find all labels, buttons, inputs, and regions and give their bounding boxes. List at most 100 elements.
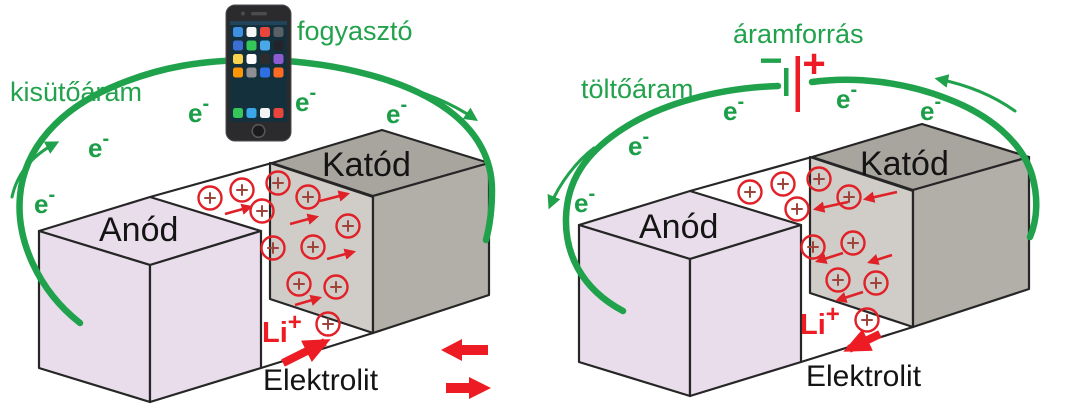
li-ion — [197, 185, 223, 211]
li-ion — [323, 274, 349, 300]
cathode-cube — [810, 122, 1031, 329]
app-icon — [260, 27, 270, 37]
phone-home-button — [251, 123, 266, 139]
electron-label: e- — [628, 126, 649, 161]
li-ion — [265, 170, 291, 196]
electron-flow-arrow-up — [10, 141, 60, 199]
li-ion-flow-arrow — [281, 338, 331, 367]
anode-cube — [577, 189, 803, 398]
electron-flow-arrow-left — [934, 74, 1017, 113]
li-ion — [863, 270, 889, 296]
anode-cube — [37, 195, 263, 404]
ion-motion-arrow — [835, 290, 864, 303]
ion-motion-arrow — [326, 248, 357, 261]
cathode-label: Katód — [322, 146, 411, 184]
app-icon — [273, 67, 284, 78]
power-source-symbol: − + — [759, 39, 826, 112]
li-ion — [770, 171, 796, 197]
electron-label: e- — [295, 82, 316, 117]
ion-motion-arrow — [815, 251, 844, 264]
li-ion — [335, 213, 361, 239]
electron-label: e- — [88, 128, 109, 163]
electrolyte-label: Elektrolit — [263, 364, 379, 397]
electron-labels: e-e-e-e-e- — [34, 82, 407, 219]
app-icon — [260, 40, 270, 51]
cathode-front-face — [371, 161, 491, 335]
charge-current-label: töltőáram — [581, 74, 694, 104]
battery-short-plate — [784, 68, 789, 96]
consumer-label: fogyasztó — [297, 16, 413, 46]
electron-label: e- — [34, 184, 55, 219]
li-ion — [806, 166, 832, 192]
app-icon — [246, 27, 257, 37]
anode-label: Anód — [639, 208, 718, 246]
ion-motion-arrow — [294, 294, 322, 307]
ion-motion-arrow — [867, 253, 893, 265]
power-source-label: áramforrás — [733, 19, 864, 49]
li-ion — [836, 184, 862, 210]
consumer-phone-image — [225, 4, 292, 142]
discharge-diagram: e-e-e-e-e- kisütőáram fogyasztó Anód Kat… — [10, 4, 496, 404]
app-icon — [233, 54, 243, 64]
li-ion — [784, 196, 810, 222]
li-ion — [737, 179, 763, 205]
ion-motion-arrow — [224, 203, 254, 216]
electron-label: e- — [574, 183, 595, 218]
app-icon — [233, 40, 243, 51]
phone-camera-dot — [241, 11, 245, 16]
app-icon — [246, 54, 257, 64]
app-icon — [233, 27, 243, 37]
phone-app-icons — [233, 27, 284, 118]
electron-flow-arrow-down — [547, 146, 596, 210]
ion-motion-arrow — [319, 190, 351, 203]
electron-label: e- — [836, 79, 857, 114]
phone-status-bar — [230, 21, 287, 25]
app-icon — [246, 67, 257, 78]
battery-long-plate — [795, 56, 800, 112]
li-ion — [286, 271, 312, 297]
cathode-front-face — [911, 155, 1031, 329]
battery-minus-sign: − — [759, 39, 782, 83]
lithium-ion-field — [197, 170, 361, 337]
dock-app-icon — [260, 108, 270, 118]
app-icon — [273, 54, 284, 64]
app-icon — [260, 54, 270, 64]
prism-back-edge — [689, 155, 813, 193]
cathode-label: Katód — [860, 145, 949, 183]
cathode-cube — [270, 128, 491, 335]
dock-app-icon — [233, 108, 243, 118]
lithium-ion-label: Li+ — [262, 309, 302, 349]
ion-motion-arrow — [862, 190, 898, 203]
electron-flow-arc-left — [562, 82, 782, 315]
app-icon — [273, 40, 284, 51]
li-ion — [295, 184, 321, 210]
discharge-current-label: kisütőáram — [10, 77, 142, 107]
phone-speaker — [251, 12, 267, 16]
li-ion — [315, 311, 341, 337]
li-ion — [840, 230, 866, 256]
li-ion — [260, 235, 286, 261]
dock-app-icon — [273, 108, 284, 118]
ion-direction-arrow-left — [441, 339, 488, 361]
li-ion — [300, 234, 326, 260]
li-ion — [825, 267, 851, 293]
ion-direction-arrow-right — [446, 377, 491, 399]
ion-motion-arrow — [289, 213, 320, 226]
ion-motion-arrow — [812, 200, 849, 213]
battery-plus-sign: + — [802, 42, 825, 86]
li-ion — [229, 177, 255, 203]
lithium-ion-label: Li+ — [800, 301, 840, 341]
charge-diagram: e-e-e-e-e- − + töltőáram áramforrás Anód… — [547, 19, 1040, 398]
electrolyte-label: Elektrolit — [806, 360, 922, 393]
electron-label: e- — [723, 91, 744, 126]
anode-label: Anód — [99, 211, 178, 249]
electron-flow-arc-right — [808, 76, 1040, 241]
app-icon — [273, 27, 284, 37]
dock-app-icon — [246, 108, 257, 118]
lithium-ion-field — [737, 166, 898, 333]
li-ion — [800, 234, 826, 260]
ion-direction-indicator — [441, 339, 491, 399]
prism-back-edge — [149, 161, 273, 199]
li-ion-flow-arrow — [843, 329, 882, 353]
